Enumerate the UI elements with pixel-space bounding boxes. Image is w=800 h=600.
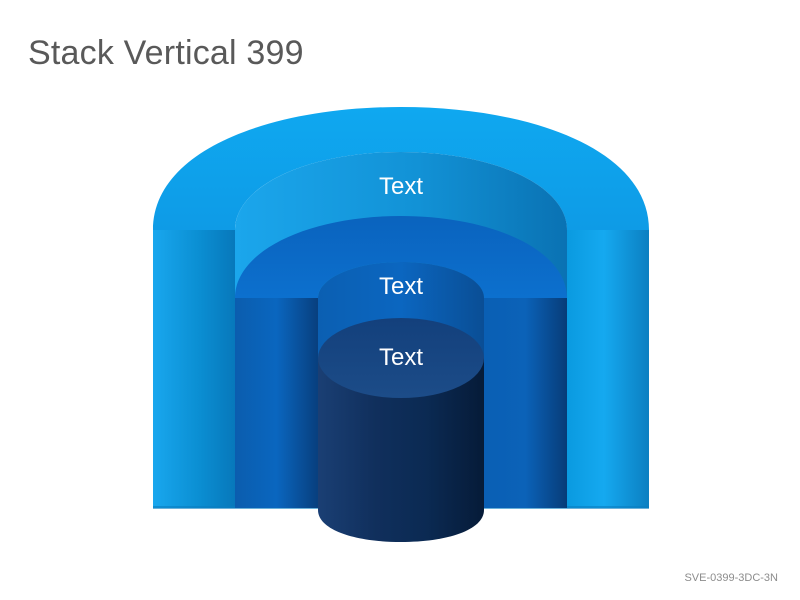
middle-layer-label: Text [379, 273, 423, 300]
inner-cylinder [318, 318, 484, 542]
diagram-code: SVE-0399-3DC-3N [684, 572, 778, 584]
middle-layer [235, 216, 567, 508]
outer-layer-label: Text [379, 173, 423, 200]
inner-layer-label: Text [379, 344, 423, 371]
page-title: Stack Vertical 399 [28, 34, 304, 72]
